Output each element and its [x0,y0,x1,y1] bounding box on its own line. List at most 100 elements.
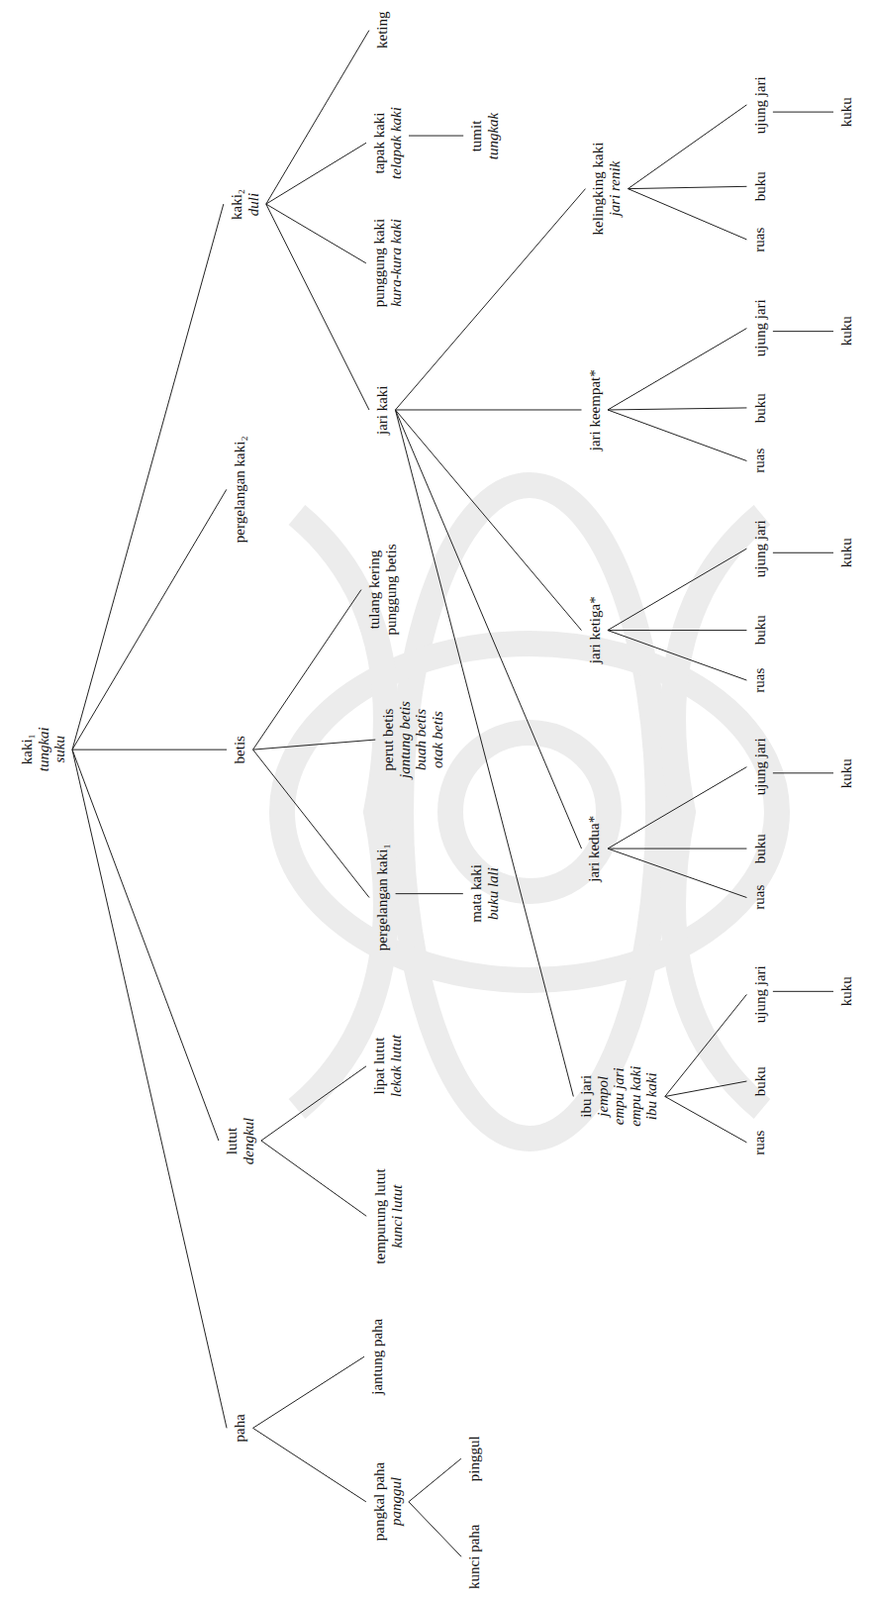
tree-branch [665,1080,748,1096]
tree-term: ruas [750,1127,770,1157]
term: kuku [838,758,856,788]
tree-branch [607,629,747,631]
tree-branch [394,409,581,849]
term: jari keempat* [586,369,604,451]
tree-term: tempurung lututkunci lutut [370,1165,405,1265]
synonym: buku lali [483,864,501,923]
synonym: kura-kura kaki [387,218,404,308]
term: kuku [838,975,856,1006]
term: pergelangan kaki₂ [231,435,249,543]
tree-term: ujung jari [750,74,770,136]
tree-term: lututdengkul [222,1114,258,1165]
tree-branch [607,328,747,410]
tree-branch [261,1140,367,1216]
tree-term: buku [750,1064,770,1098]
term: tumit [468,111,485,159]
synonym: duli [244,189,262,220]
tree-term: kuku [837,95,857,129]
term: kuku [838,537,856,568]
tree-term: ruas [750,446,770,476]
term: punggung kaki [371,218,388,308]
tree-branch [266,142,367,204]
term: kunci paha [466,1524,484,1589]
term: ruas [751,884,769,910]
term: tulang kering [366,544,384,636]
tree-branch [627,104,747,190]
tree-branch [253,749,371,897]
tree-branch [394,409,581,631]
term: ujung jari [751,965,769,1023]
tree-term: tapak kakitelapak kaki [370,104,405,182]
tree-term: kuku [837,973,857,1008]
term: ujung jari [751,299,769,358]
tree-branch [72,749,227,1428]
tree-branch [394,409,574,1096]
tree-branch [607,848,747,850]
term: ujung jari [751,738,769,796]
term: lutut [223,1116,241,1163]
watermark-petal [673,514,763,1109]
watermark-petal [282,643,777,980]
tree-branch [261,1065,367,1141]
tree-term: keting [373,9,392,52]
tree-branch [253,739,377,750]
tree-branch [627,186,747,189]
term: tapak kaki [371,106,388,180]
tree-term: buku [750,169,770,203]
synonym: empu jari [610,1065,628,1127]
tree-branch [773,552,834,554]
tree-term: jari ketiga* [584,594,604,667]
tree-branch [408,1501,462,1556]
tree-term: ujung jari [750,736,770,798]
term: buku [751,171,769,201]
term: ruas [751,1129,769,1155]
tree-branch [773,111,834,113]
term: jari kedua* [586,815,604,882]
tree-term: pergelangan kaki₂ [230,433,250,545]
tree-branch [607,409,747,462]
tree-term: jari kaki [373,383,392,437]
tree-term: paha [230,1411,250,1444]
term: jantung paha [369,1318,387,1395]
tree-branch [253,1427,367,1501]
term: tempurung lutut [371,1167,388,1263]
term: ruas [751,668,769,693]
synonym: ibu kaki [643,1065,661,1127]
synonym: jantung betis [396,700,414,778]
term: buku [751,615,769,646]
tree-branch [665,1095,748,1142]
tree-term: jari kedua* [585,813,605,884]
synonym: telapak kaki [387,106,405,180]
tree-term: kelingking kakijari renik [588,140,624,238]
term: kaki₂ [228,189,246,220]
synonym: otak betis [429,700,447,778]
synonym: suku [51,727,69,773]
tree-branch [72,203,224,750]
tree-term: pangkal pahapanggul [370,1459,405,1544]
tree-term: kaki₁tungkaisuku [17,725,70,775]
tree-term: ujung jari [750,297,770,360]
tree-term: ibu jarijempolempu jariempu kakiibu kaki [577,1064,662,1129]
tree-term: kuku [837,756,857,790]
tree-term: kuku [837,535,857,570]
tree-branch [607,548,747,630]
tree-term: buku [750,390,770,425]
synonym: dengkul [239,1116,257,1163]
tree-term: tumittungkak [467,109,502,161]
synonym: tungkai [34,727,52,773]
tree-term: kuku [837,314,857,349]
tree-branch [394,408,581,410]
tree-term: kaki₂duli [227,187,263,222]
tree-branch [607,848,747,897]
tree-branch [72,749,219,1141]
tree-branch [408,135,464,137]
term: ujung jari [751,519,769,578]
tree-term: jantung paha [368,1316,388,1397]
tree-branch [394,189,585,410]
term: perut betis [380,700,397,778]
synonym: jari renik [606,142,624,236]
term: buku [751,833,769,864]
term: ruas [751,226,769,252]
term: ibu jari [578,1065,595,1127]
